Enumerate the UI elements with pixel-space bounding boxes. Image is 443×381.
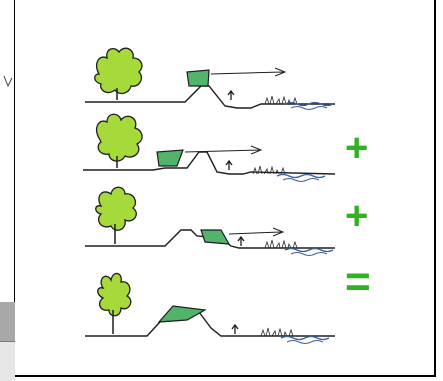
motion-arrow [228, 227, 285, 237]
arrow-marker [237, 235, 245, 246]
ground-line [83, 151, 336, 175]
dike-block [156, 149, 184, 167]
dike-block [200, 229, 231, 245]
sidebar-light-tab[interactable] [0, 342, 15, 381]
plus-operator: + [345, 126, 369, 170]
plus-operator: + [345, 194, 369, 238]
motion-arrow [210, 67, 287, 77]
ground-line [85, 85, 335, 109]
sidebar-border [14, 0, 15, 381]
tree-icon [94, 47, 143, 95]
dike-block [157, 305, 207, 323]
dike-relocation-diagram [83, 47, 336, 345]
motion-arrow [184, 145, 263, 155]
ground-line [85, 229, 335, 249]
tree-icon [95, 186, 137, 231]
sidebar-gray-tab[interactable] [0, 302, 15, 342]
ground-line [85, 309, 335, 337]
arrow-marker [225, 159, 233, 170]
tree-icon [97, 272, 132, 317]
tree-icon [95, 113, 143, 162]
arrow-marker [227, 89, 235, 100]
sidebar-divider [0, 341, 15, 342]
equals-operator: = [345, 257, 371, 306]
scene-row-4 [85, 272, 335, 345]
diagram-panel: + + = [15, 0, 436, 377]
scene-row-1 [85, 47, 335, 111]
scene-row-3 [85, 186, 335, 257]
dike-block [186, 69, 210, 87]
left-sidebar-strip [0, 0, 15, 381]
corner-mark-icon [3, 75, 13, 88]
scene-row-2 [83, 113, 336, 183]
arrow-marker [231, 323, 239, 334]
